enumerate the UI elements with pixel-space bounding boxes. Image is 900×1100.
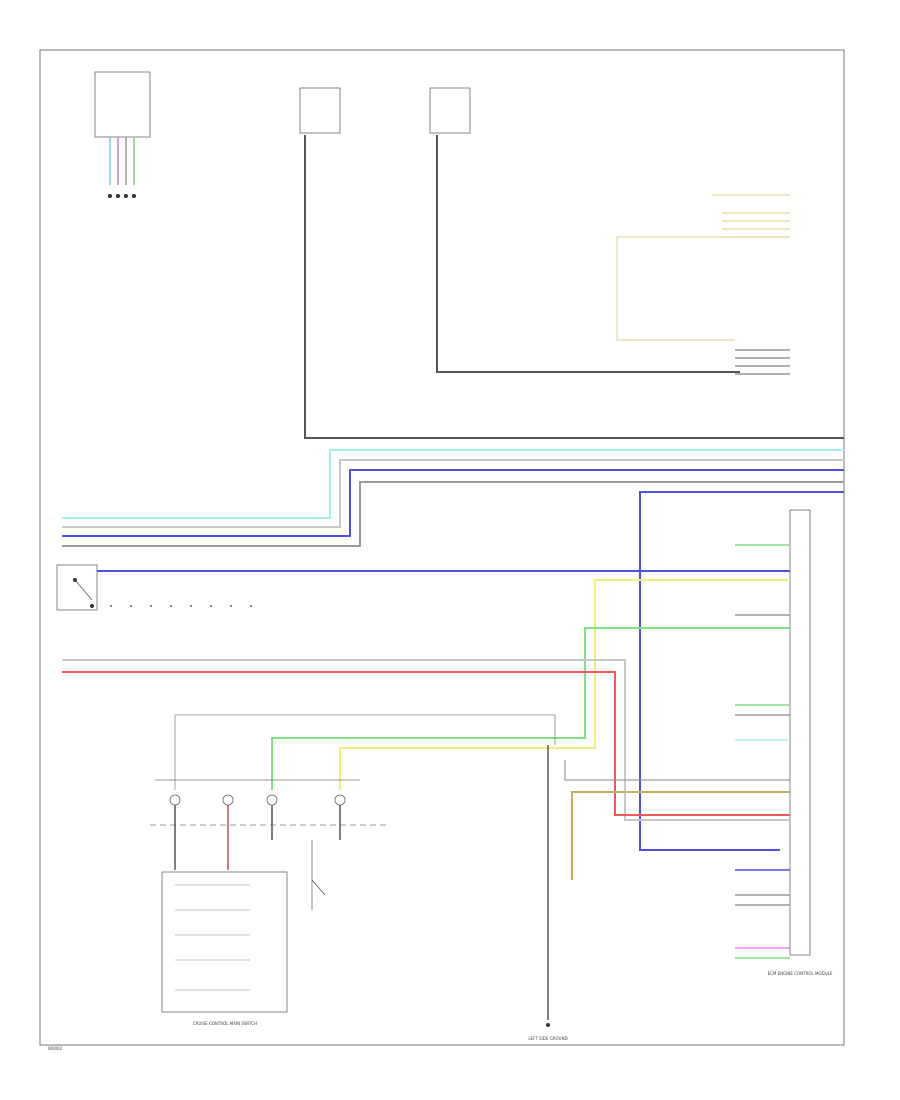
- left-switch: [56, 564, 98, 611]
- diagram-frame: [39, 49, 845, 1046]
- wire-dark-1: [304, 135, 844, 439]
- ground-symbol: [546, 745, 550, 1027]
- wire-gray-long: [62, 659, 790, 821]
- wire-green: [271, 627, 790, 790]
- wire-purple-right: [639, 491, 844, 851]
- cruise-control-switch-box: [161, 871, 288, 1013]
- wire-gray-bus-2: [62, 481, 844, 547]
- wire-olive: [571, 791, 790, 880]
- wire-dark-2: [436, 135, 740, 373]
- top-relay-blocks: [299, 87, 471, 134]
- ecm-input-lines: [735, 544, 790, 959]
- wire-dark-short: [564, 760, 790, 781]
- ecm-connector: [789, 509, 811, 956]
- top-left-connector: [94, 71, 151, 198]
- footer-code: W0002: [48, 1046, 63, 1051]
- wire-gray-bus: [62, 459, 844, 528]
- wire-red: [62, 671, 790, 816]
- wire-cyan-bus: [62, 449, 844, 519]
- ground-label: LEFT SIDE GROUND: [528, 1036, 567, 1041]
- cruise-switch-label: CRUISE CONTROL MAIN SWITCH: [193, 1021, 257, 1026]
- ecm-label: ECM ENGINE CONTROL MODULE: [768, 971, 833, 976]
- wire-purple-bus: [62, 469, 844, 537]
- wire-thin-top: [174, 714, 556, 790]
- sensor-terminals: [169, 794, 346, 870]
- top-right-connector: [616, 194, 790, 375]
- small-switch: [311, 840, 326, 910]
- wire-yellow: [339, 579, 790, 790]
